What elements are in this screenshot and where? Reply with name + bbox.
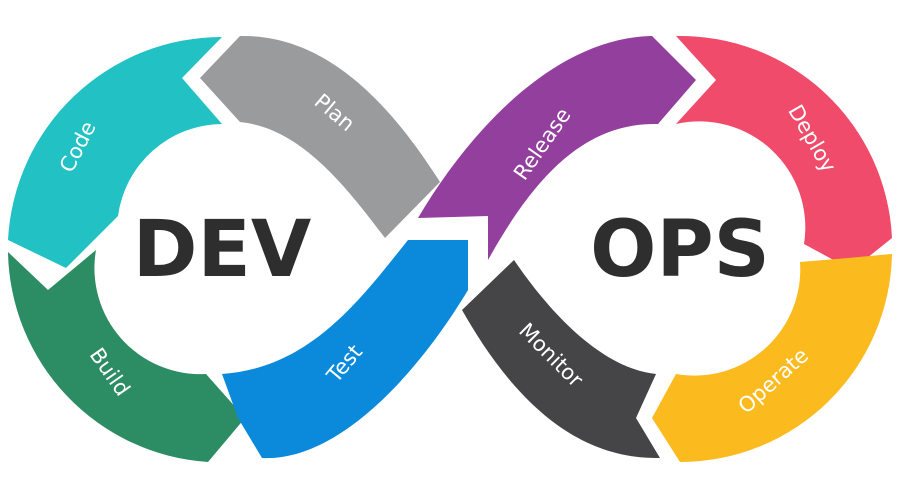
dev-hub-disc [118, 144, 326, 352]
dev-label: DEV [133, 205, 311, 295]
ops-label: OPS [590, 205, 770, 295]
segment-code [8, 36, 222, 269]
segment-release [418, 36, 696, 260]
segment-deploy [676, 35, 892, 270]
segment-operate [652, 254, 892, 462]
segment-monitor [462, 260, 660, 459]
segment-build [8, 250, 245, 462]
segment-test [222, 240, 468, 459]
ops-hub-disc [576, 144, 784, 352]
segment-plan [200, 35, 440, 238]
